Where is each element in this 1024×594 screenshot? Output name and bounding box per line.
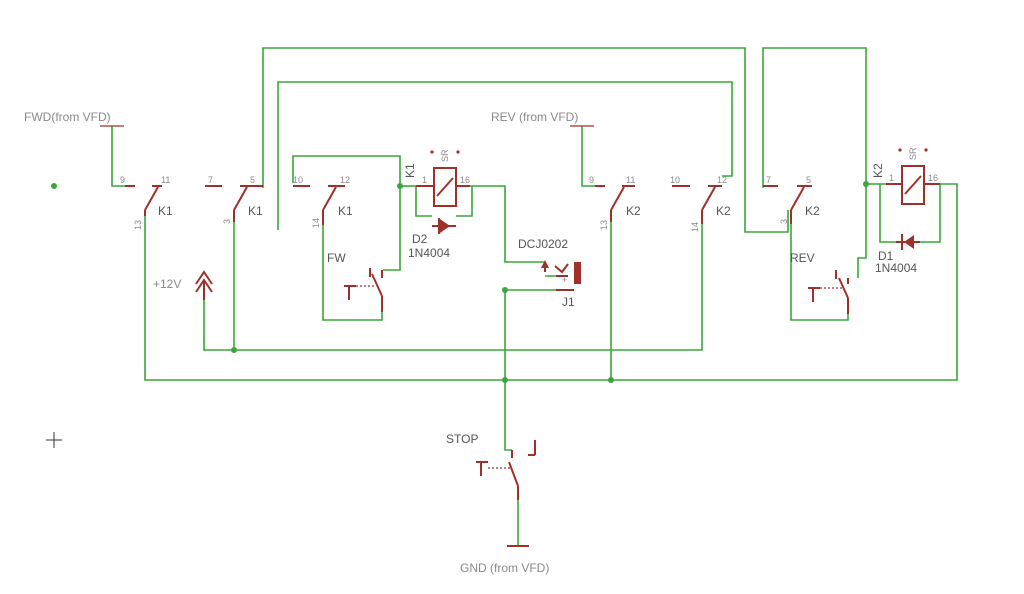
relay-ref-k1: K1 [403,163,417,178]
pin-label: 7 [208,175,213,185]
diode-d2-icon [432,218,456,234]
d2-ref: D2 [412,232,428,246]
stop-pushbutton-icon [476,440,536,500]
k2-relay-coil [886,148,940,205]
pin-label: 16 [460,175,470,185]
pin-label: 14 [311,218,321,228]
rev-pushbutton-icon [808,270,849,314]
pin-label: 1 [422,175,427,185]
pin-label: 1 [889,173,894,183]
pin-label: 16 [928,173,938,183]
relay-ref-k2: K2 [805,204,820,218]
k1-contact-a [125,185,162,216]
pin-label: 11 [161,175,170,185]
dc-jack-ref: J1 [562,295,575,309]
stop-button-label: STOP [446,432,478,446]
pin-label: 10 [293,175,303,185]
pin-label: 13 [599,220,609,230]
pin-label: 3 [779,219,789,224]
gnd-label: GND (from VFD) [460,561,549,575]
relay-ref-k2: K2 [626,204,641,218]
pin-label: 9 [120,175,125,185]
pin-label: 12 [340,175,350,185]
sr-label: SR [440,149,450,162]
rev-label: REV (from VFD) [491,110,578,124]
relay-ref-k2: K2 [871,163,885,178]
rev-button-label: REV [790,251,815,265]
k2-contact-b [672,185,722,224]
relay-ref-k1: K1 [338,204,353,218]
pin-label: 14 [690,222,700,232]
origin-crosshair-icon [46,432,62,448]
relay-ref-k2: K2 [716,204,731,218]
dc-jack-part: DCJ0202 [518,237,568,251]
relay-ref-k1: K1 [158,204,173,218]
pin-label: 9 [589,175,594,185]
dc-jack-icon [541,260,581,291]
k2-contact-a [595,185,635,222]
fwd-label: FWD(from VFD) [24,110,111,124]
diode-d1-icon [896,234,920,250]
fw-button-label: FW [327,251,346,265]
supply-12v-label: +12V [153,277,181,291]
k2-contact-c [763,185,812,224]
pin-label: 13 [133,220,143,230]
plus-label: + [562,275,567,285]
fw-pushbutton-icon [344,268,383,312]
pin-label: 5 [250,175,255,185]
d2-part: 1N4004 [408,246,450,260]
pin-label: 7 [766,175,771,185]
d1-ref: D1 [878,249,894,263]
pin-label: 3 [222,219,232,224]
d1-part: 1N4004 [875,261,917,275]
pin-label: 12 [717,175,727,185]
supply-12v-icon [195,270,213,300]
pin-label: 5 [806,175,811,185]
k1-contact-b [205,185,263,222]
junctions [51,181,869,383]
pin-label: 11 [626,175,635,185]
pin-label: 10 [670,175,680,185]
k1-contact-c [293,185,345,225]
k1-relay-coil [416,150,470,207]
sr-label: SR [908,147,918,160]
relay-ref-k1: K1 [248,204,263,218]
wires [111,47,958,545]
